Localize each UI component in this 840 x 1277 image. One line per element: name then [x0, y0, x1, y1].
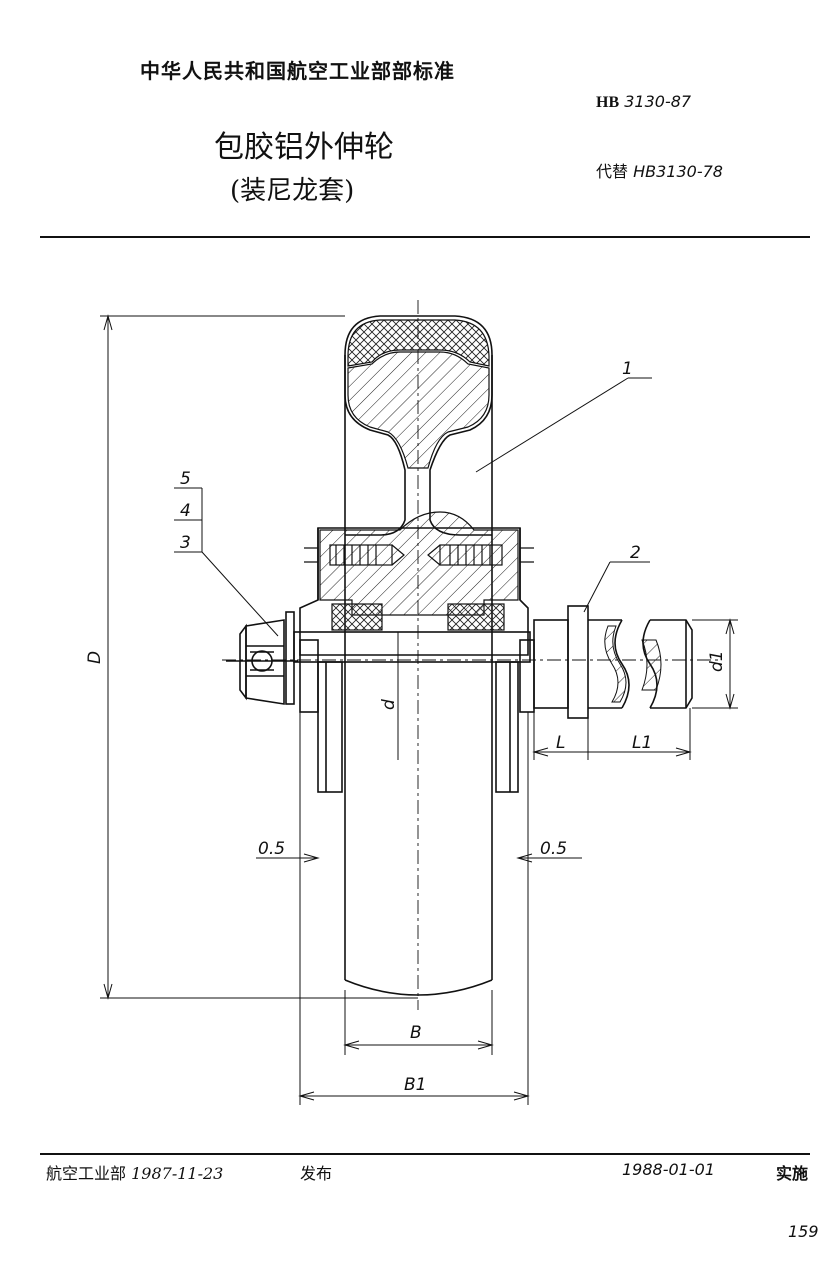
rim-section: [347, 351, 490, 469]
dimension-lines: [100, 314, 738, 1105]
label-dim-d: d: [379, 699, 399, 710]
axle-break-hatch-left: [604, 625, 627, 703]
footer-rule: [40, 1153, 810, 1155]
page-number: 159: [788, 1222, 819, 1241]
footer-issue-word: 发布: [300, 1164, 333, 1183]
label-gap-right: 0.5: [540, 839, 567, 859]
footer-issuer: 航空工业部 1987-11-23: [46, 1160, 223, 1184]
document-title: 包胶铝外伸轮: [214, 130, 394, 165]
label-dim-L: L: [556, 733, 565, 753]
document-subtitle: (装尼龙套): [230, 176, 355, 206]
center-lines: [222, 300, 720, 1010]
standard-prefix: HB: [596, 94, 620, 111]
footer-effective-word: 实施: [776, 1164, 809, 1183]
standard-number: HB 3130-87: [596, 92, 691, 112]
label-gap-left: 0.5: [258, 839, 285, 859]
label-dim-L1: L1: [632, 733, 652, 753]
label-dim-d1: d1: [707, 650, 727, 672]
standard-number-value: 3130-87: [624, 92, 692, 111]
label-part-5: 5: [180, 469, 191, 489]
label-part-3: 3: [180, 533, 191, 553]
label-dim-B: B: [410, 1023, 422, 1043]
label-part-1: 1: [622, 359, 633, 379]
castle-nut: [226, 611, 298, 705]
label-part-2: 2: [630, 543, 641, 563]
hub-section: [319, 511, 519, 616]
header-rule: [40, 236, 810, 238]
replaces-prefix: 代替: [596, 162, 629, 181]
replaces-number: HB3130-78: [633, 162, 723, 181]
footer-issuer-name: 航空工业部: [46, 1164, 127, 1183]
label-dim-B1: B1: [404, 1075, 426, 1095]
issuing-organization: 中华人民共和国航空工业部部标准: [140, 59, 455, 83]
footer-effective-date: 1988-01-01: [622, 1160, 715, 1179]
label-part-4: 4: [180, 501, 191, 521]
side-flanges: [299, 639, 535, 793]
nylon-sleeve-left: [331, 603, 383, 631]
footer-issue-date: 1987-11-23: [131, 1164, 224, 1183]
label-dim-D: D: [85, 651, 105, 664]
replaces-standard: 代替 HB3130-78: [596, 158, 723, 182]
tyre-rubber-section: [347, 319, 490, 367]
nylon-sleeve-right: [447, 603, 505, 631]
set-screws: [304, 544, 534, 566]
axle-break-hatch-right: [641, 639, 662, 691]
